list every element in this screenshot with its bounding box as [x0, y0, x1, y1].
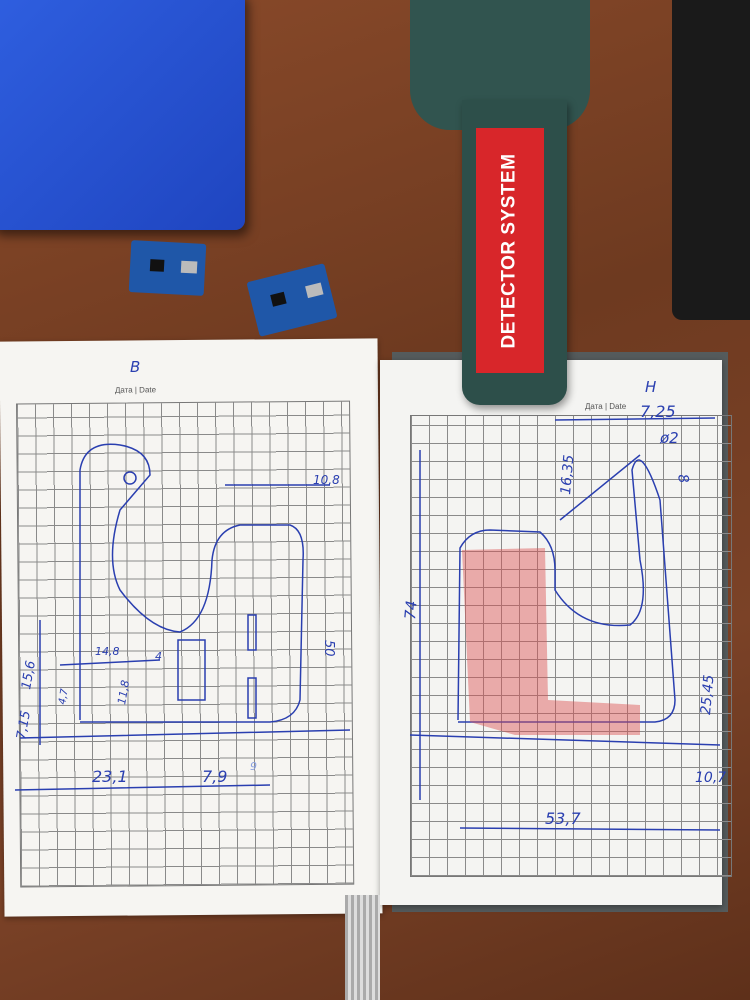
- dimension-label: 14,8: [95, 645, 120, 658]
- bookmark-ribbon: [345, 895, 380, 1000]
- left-page-title: B: [130, 358, 140, 376]
- date-label: Дата | Date: [585, 402, 627, 411]
- dimension-label: 7,25: [640, 402, 676, 421]
- dimension-label: 16,35: [558, 454, 577, 495]
- dimension-label: 11,8: [115, 679, 132, 705]
- dimension-label: 10,7: [695, 770, 726, 786]
- red-shading: [462, 548, 640, 735]
- dimension-label: 9: [250, 760, 257, 773]
- right-sketch: [409, 417, 721, 831]
- detector-label: DETECTOR SYSTEM: [476, 128, 544, 373]
- dimension-label: 25,45: [698, 674, 717, 715]
- dimension-label: 7,9: [202, 767, 227, 786]
- right-page-title: H: [645, 378, 656, 396]
- laptop-edge: [672, 0, 750, 320]
- external-hard-drive: [0, 0, 245, 230]
- dimension-label: 53,7: [545, 809, 581, 828]
- dimension-label: 7,15: [14, 710, 34, 741]
- grid: [410, 415, 732, 877]
- dimension-label: 15,6: [19, 660, 39, 691]
- dimension-label: 23,1: [92, 767, 128, 786]
- dimension-label: 50: [321, 640, 336, 657]
- left-sketch: [14, 443, 351, 791]
- dimension-label: 10,8: [313, 473, 340, 487]
- dimension-label: 8: [674, 473, 691, 485]
- dimension-label: 74: [401, 600, 421, 621]
- right-page: Дата | Date: [380, 360, 732, 905]
- dimension-label: ø2: [659, 429, 679, 447]
- dimension-label: 4: [155, 650, 162, 663]
- dimension-label: 4,7: [57, 687, 71, 705]
